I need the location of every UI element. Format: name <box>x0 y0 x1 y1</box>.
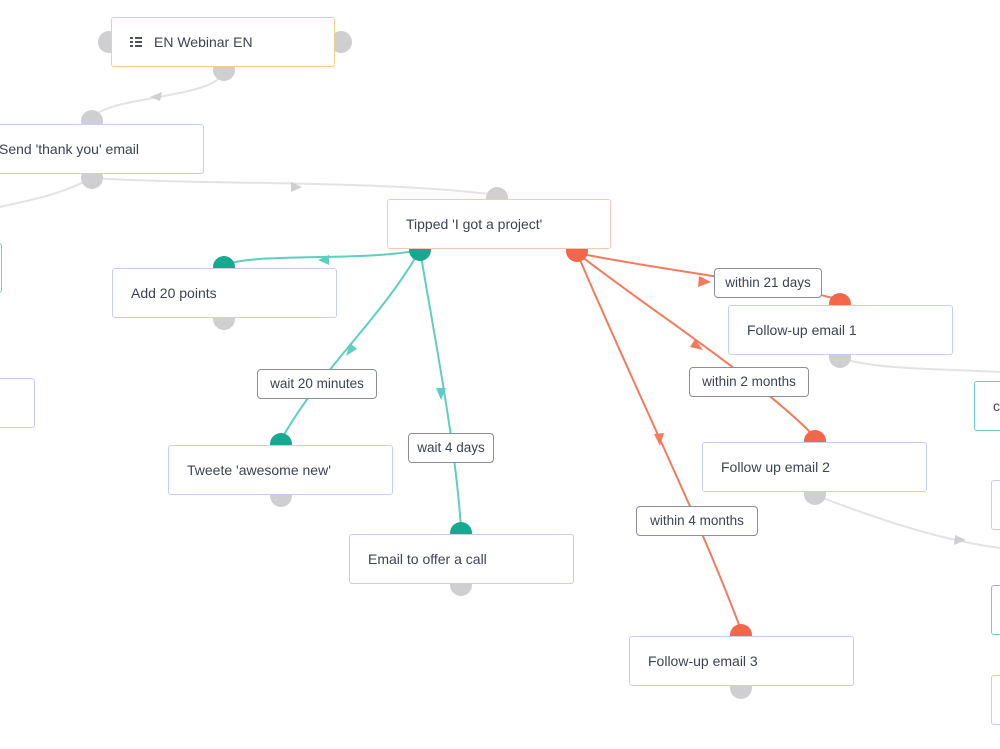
tipped-node[interactable]: Tipped 'I got a project' <box>387 199 611 249</box>
arrow-neutral-1 <box>150 92 162 101</box>
thanks-email-node[interactable]: Send 'thank you' email <box>0 124 204 174</box>
wire-tipped-to-points <box>223 249 421 266</box>
add-points-node[interactable]: Add 20 points <box>112 268 337 318</box>
arrow-teal-1 <box>318 255 329 265</box>
webinar-node-label: EN Webinar EN <box>154 34 253 50</box>
followup3-node-label: Follow-up email 3 <box>648 653 758 669</box>
port-webinar-right[interactable] <box>330 31 352 53</box>
offscreen-node-left[interactable] <box>0 243 2 293</box>
tweet-node[interactable]: Tweete 'awesome new' <box>168 445 393 495</box>
partial-node-right[interactable]: c <box>974 381 1000 431</box>
edge-label-wait-4-days[interactable]: wait 4 days <box>408 433 494 463</box>
followup2-node-label: Follow up email 2 <box>721 459 830 475</box>
edge-label-wait-20-minutes[interactable]: wait 20 minutes <box>257 369 377 399</box>
thanks-email-node-label: Send 'thank you' email <box>0 141 139 157</box>
followup2-node[interactable]: Follow up email 2 <box>702 442 927 492</box>
followup1-node[interactable]: Follow-up email 1 <box>728 305 953 355</box>
offscreen-node-right-2[interactable] <box>991 585 1000 635</box>
offer-call-node[interactable]: Email to offer a call <box>349 534 574 584</box>
arrow-coral-3 <box>654 433 664 446</box>
tipped-node-label: Tipped 'I got a project' <box>406 216 543 232</box>
arrow-coral-1 <box>698 276 711 287</box>
edge-label-within-4-months[interactable]: within 4 months <box>636 506 758 536</box>
wire-followup1-to-right <box>839 357 1000 373</box>
offscreen-node-right-3[interactable] <box>991 675 1000 725</box>
arrow-neutral-3 <box>954 535 966 545</box>
list-icon <box>130 37 142 47</box>
wire-followup2-to-right <box>814 494 1000 549</box>
tweet-node-label: Tweete 'awesome new' <box>187 462 331 478</box>
arrow-teal-2 <box>346 343 357 356</box>
offscreen-node-left-2[interactable] <box>0 378 35 428</box>
edge-label-within-21-days[interactable]: within 21 days <box>714 268 822 298</box>
offscreen-node-right-1[interactable] <box>991 480 1000 530</box>
add-points-node-label: Add 20 points <box>131 285 217 301</box>
partial-node-right-label: c <box>993 398 1000 414</box>
followup1-node-label: Follow-up email 1 <box>747 322 857 338</box>
edge-label-within-2-months[interactable]: within 2 months <box>689 367 809 397</box>
arrow-neutral-2 <box>291 182 302 192</box>
followup3-node[interactable]: Follow-up email 3 <box>629 636 854 686</box>
offer-call-node-label: Email to offer a call <box>368 551 487 567</box>
wire-tipped-to-followup2 <box>576 252 816 438</box>
wire-thanks-to-left <box>0 177 93 208</box>
wire-tipped-to-followup3 <box>576 252 742 631</box>
arrow-teal-3 <box>436 388 446 400</box>
arrow-coral-2 <box>690 339 703 350</box>
webinar-node[interactable]: EN Webinar EN <box>111 17 335 67</box>
